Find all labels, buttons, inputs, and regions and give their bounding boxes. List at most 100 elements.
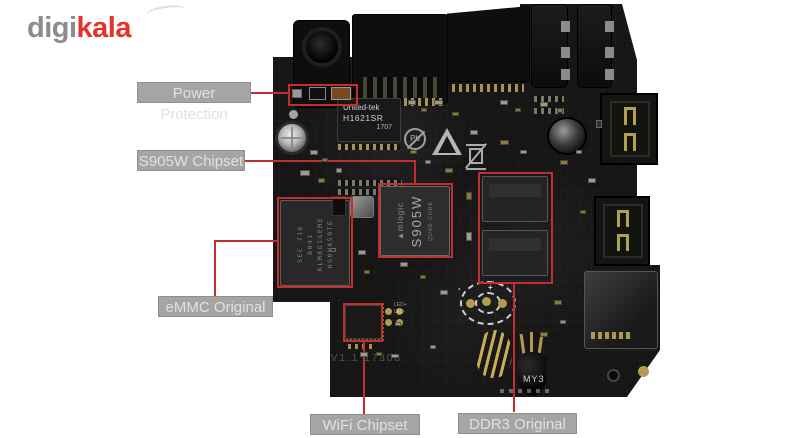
weee-body [469, 148, 483, 164]
label-emmc-original: eMMC Original [158, 296, 273, 317]
smd-component [445, 168, 453, 173]
smd-component [515, 108, 521, 112]
pad-row [348, 344, 376, 349]
smd-component [421, 108, 427, 112]
transformer-datecode: 1707 [376, 123, 392, 131]
smd-component [452, 112, 459, 116]
pad-row [534, 108, 564, 114]
smd-component [330, 248, 336, 252]
smd-component [309, 87, 326, 100]
electrolytic-capacitor-black [547, 117, 587, 155]
hdmi-solder-pins [452, 84, 524, 92]
solder-pad [466, 299, 475, 308]
leader-s905w-v [414, 160, 416, 184]
electrolytic-capacitor-silver [275, 121, 309, 155]
weee-lid [466, 144, 486, 146]
leader-ddr3 [513, 284, 515, 412]
smd-component [540, 102, 548, 107]
smd-component [310, 150, 318, 155]
spdif-jack-leg [605, 69, 614, 80]
smd-component [440, 290, 448, 295]
ir-silkscreen-text: MY3 [523, 374, 545, 384]
mounting-hole [607, 369, 620, 382]
smd-component [520, 150, 527, 154]
label-s905w-chipset: S905W Chipset [137, 150, 245, 171]
pad-plus-label: + [488, 283, 493, 292]
av-jack-leg [561, 21, 570, 32]
av-jack-leg [561, 47, 570, 58]
microsd-contacts [591, 332, 631, 339]
s905w-soc-chip: ▲mlogic S905W QUAD-CORE [380, 186, 450, 256]
highlight-s905w [378, 183, 453, 258]
ddr3-marking-area [489, 238, 541, 251]
silkscreen-dashes [500, 389, 550, 393]
smd-component [410, 150, 417, 154]
label-wifi-chipset: WiFi Chipset [310, 414, 420, 435]
pcb-id-text: Q6X V1.1 17308 [300, 353, 402, 364]
capacitor-vent-line [281, 137, 303, 139]
usb-contact [617, 210, 629, 227]
pad-row [338, 189, 402, 195]
smd-component [360, 352, 368, 357]
spdif-jack [577, 4, 614, 88]
av-jack-leg [561, 69, 570, 80]
leader-wifi [363, 342, 365, 414]
usb-contact [617, 234, 629, 251]
smd-component [376, 352, 382, 356]
av-jack [531, 4, 570, 88]
smd-component [560, 320, 566, 324]
weee-bar [466, 168, 486, 170]
smd-component [425, 160, 431, 164]
usb-port-2-socket [603, 204, 643, 258]
smd-component [434, 100, 443, 105]
usb-port-1 [600, 93, 658, 165]
usb-port-1-socket [610, 101, 650, 157]
highlight-emmc [277, 197, 353, 288]
leader-s905w-h [245, 160, 416, 162]
highlight-power-protection [288, 84, 358, 106]
ddr3-chip-1 [482, 176, 548, 222]
highlight-wifi [343, 303, 383, 342]
usb-port-2 [594, 196, 650, 266]
solder-pad [498, 299, 507, 308]
led-minus-text: LED- [394, 309, 406, 315]
logo-digi-text: digi [27, 12, 77, 44]
power-inductor [350, 196, 374, 218]
smd-component [580, 210, 586, 214]
esd-triangle-inner [438, 136, 456, 153]
smd-component [554, 300, 562, 305]
label-ddr3-original: DDR3 Original [458, 413, 577, 434]
transformer-brand: United-tek [343, 103, 380, 112]
smd-component [358, 250, 366, 255]
smd-component [430, 345, 436, 349]
ddr3-marking-area [489, 184, 541, 197]
highlight-ddr3 [478, 172, 553, 284]
mounting-hole [638, 366, 649, 377]
smd-component [322, 158, 328, 162]
smd-component [466, 192, 472, 200]
leader-power-protection [251, 92, 288, 94]
usb-contact [624, 133, 636, 151]
ir-lead [530, 332, 533, 352]
led-plus-text: LED+ [394, 302, 407, 308]
pad-row [338, 180, 402, 186]
smd-component [332, 196, 346, 216]
pb-free-icon: Pb [404, 128, 426, 150]
smd-component [391, 354, 399, 358]
pad-row [534, 96, 564, 102]
smd-component [576, 150, 582, 154]
pad-minus-label: - [458, 284, 461, 293]
ethernet-port [352, 14, 448, 104]
hdmi-port [447, 6, 530, 82]
esd-warning-icon [432, 128, 462, 155]
spdif-jack-leg [605, 47, 614, 58]
smd-component [500, 100, 508, 105]
smd-component [395, 322, 401, 326]
usb-contact [624, 107, 636, 125]
ddr3-chip-2 [482, 230, 548, 276]
smd-component [300, 170, 310, 176]
mounting-hole [289, 110, 298, 119]
dc-jack-barrel [302, 27, 342, 67]
spdif-jack-leg [605, 21, 614, 32]
